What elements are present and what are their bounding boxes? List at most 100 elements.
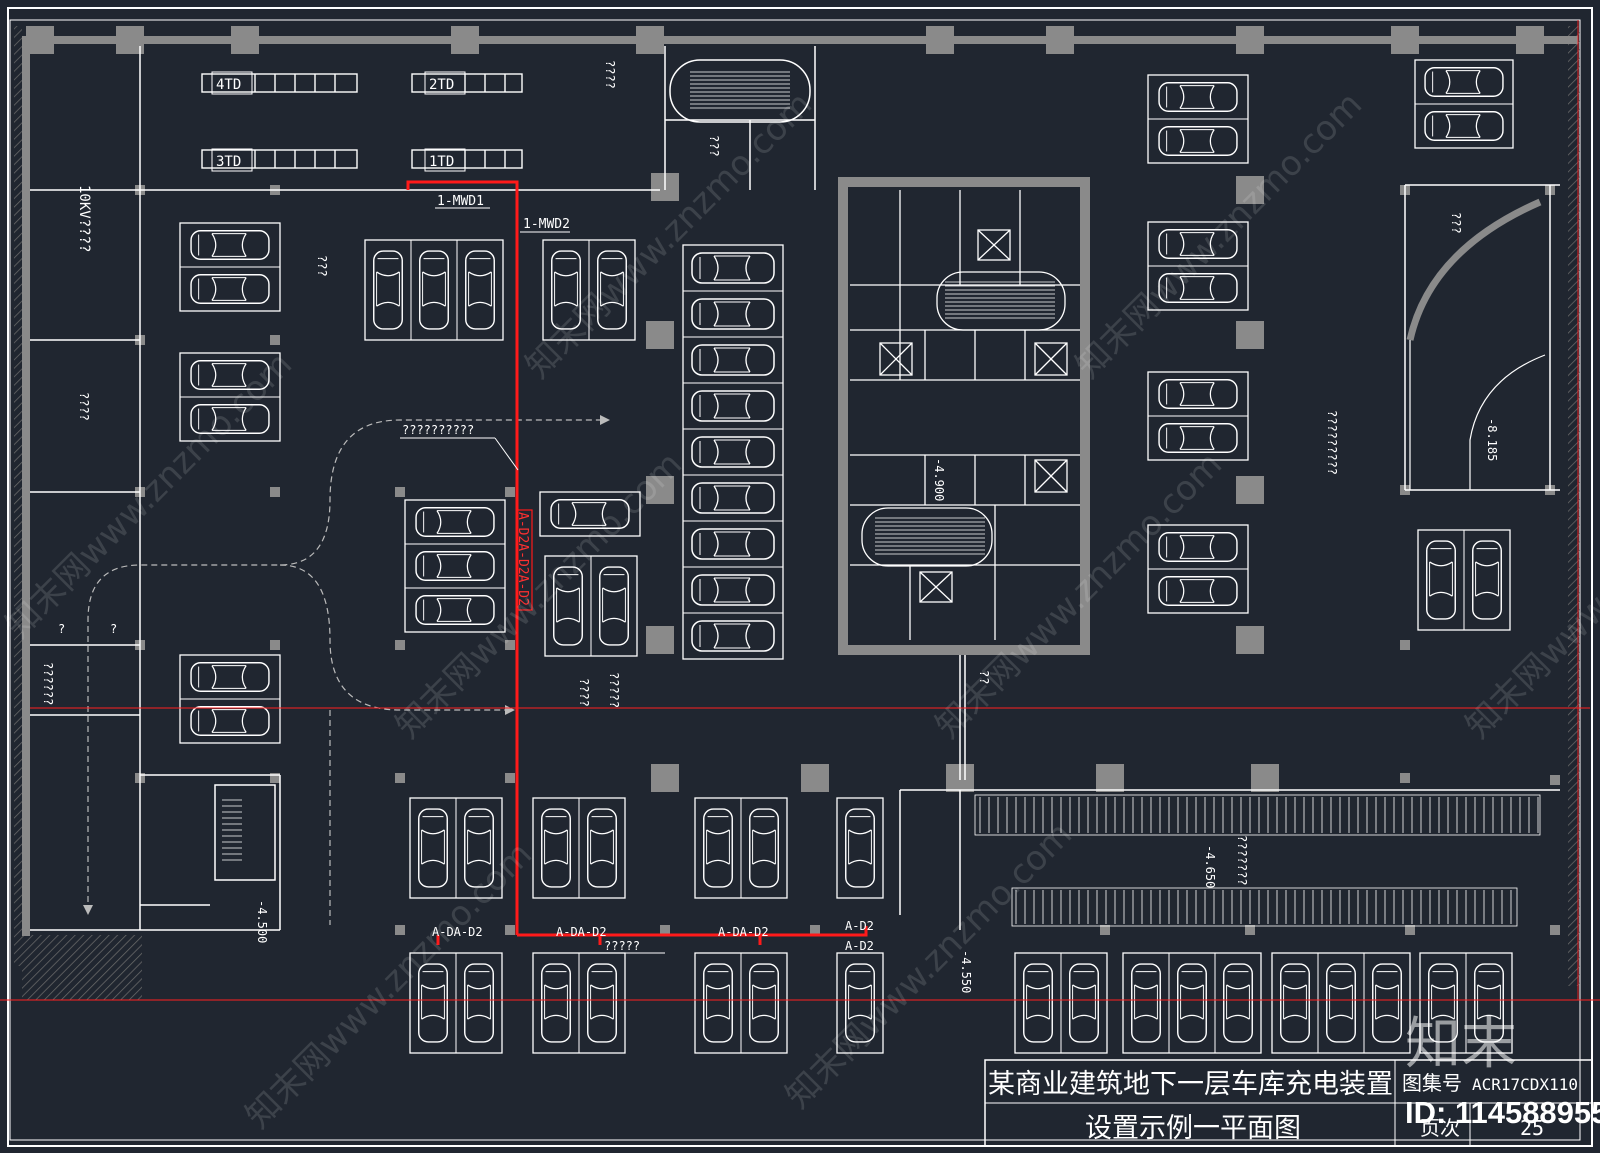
watermarks: 知末网www.znzmo.com 知末网www.znzmo.com 知末网www…: [0, 84, 1600, 1136]
car-icon: [415, 506, 495, 538]
panel-2td-label: 2TD: [429, 77, 454, 93]
car-icon: [415, 550, 495, 582]
structural-column: [1550, 925, 1560, 935]
structural-column: [636, 26, 664, 54]
brand-logo-text: 知末: [1405, 1012, 1517, 1077]
parking-group: [1147, 524, 1249, 614]
circuit-vertical-label: A-D2A-D2A-D2: [515, 512, 530, 606]
car-icon: [586, 963, 618, 1043]
image-id-label: ID: 1145889557: [1405, 1095, 1600, 1130]
parking-group: [836, 952, 884, 1054]
room-label: ???????: [1235, 835, 1249, 886]
parking-group: [1147, 221, 1249, 311]
page-number-value: 25: [1520, 1116, 1544, 1140]
circuit-b5-label: A-D2: [845, 939, 874, 953]
room-labels: 10KV???? ???? ???? ??? ??? ??? ???? ????…: [41, 60, 1463, 954]
structural-columns: [26, 26, 1560, 935]
structural-column: [1236, 476, 1264, 504]
circuit-b4-label: A-D2: [845, 919, 874, 933]
parking-group: [532, 952, 626, 1054]
parking-group: [1147, 371, 1249, 461]
structural-column: [270, 487, 280, 497]
car-icon: [1158, 125, 1238, 157]
room-label: ???: [315, 255, 329, 277]
room-label: ????: [77, 392, 91, 421]
parking-group: [694, 797, 788, 899]
car-icon: [691, 344, 775, 376]
parking-group: [539, 491, 641, 537]
room-label: ?????: [607, 672, 621, 708]
parking-group: [542, 239, 636, 341]
car-icon: [1176, 963, 1208, 1043]
car-icon: [1022, 963, 1054, 1043]
stair-core: [222, 71, 1090, 861]
car-icon: [1471, 540, 1503, 620]
car-icon: [190, 273, 270, 305]
title-block: 某商业建筑地下一层车库充电装置 设置示例一平面图 图集号 ACR17CDX110…: [984, 1059, 1593, 1147]
car-icon: [844, 808, 876, 888]
car-icon: [691, 390, 775, 422]
car-icon: [691, 482, 775, 514]
car-icon: [691, 574, 775, 606]
structural-column: [270, 640, 280, 650]
room-label: ??: [977, 670, 991, 684]
panel-1td-label: 1TD: [429, 154, 454, 170]
car-icon: [540, 963, 572, 1043]
structural-column: [505, 640, 515, 650]
watermark-text: 知末网www.znzmo.com: [238, 834, 540, 1136]
structural-column: [651, 764, 679, 792]
structural-column: [646, 321, 674, 349]
structural-column: [810, 925, 820, 935]
page-number-label: 页次: [1420, 1116, 1460, 1140]
structural-column: [1550, 775, 1560, 785]
car-icon: [1424, 67, 1504, 97]
structural-column: [646, 626, 674, 654]
parking-group: [1014, 952, 1108, 1054]
parking-group: [409, 952, 503, 1054]
parking-group: [179, 654, 281, 744]
structural-column: [505, 487, 515, 497]
circuit-labels: 1-MWD1 1-MWD2 A-D2A-D2A-D2 A-DA-D2 A-DA-…: [432, 194, 874, 953]
parking-group: [1147, 74, 1249, 164]
feeder-mwd2-label: 1-MWD2: [523, 217, 570, 232]
circuit-b3-label: A-DA-D2: [718, 925, 769, 939]
elevation-label: -4.900: [932, 458, 946, 501]
car-icon: [1424, 111, 1504, 141]
room-label: ??????????: [402, 423, 474, 437]
panel-3td-label: 3TD: [216, 154, 241, 170]
car-icon: [190, 229, 270, 261]
car-icon: [1068, 963, 1100, 1043]
car-icon: [691, 252, 775, 284]
ramp-curve-inner: [1409, 340, 1546, 490]
structural-column: [1236, 321, 1264, 349]
structural-column: [395, 487, 405, 497]
parking-group: [1419, 952, 1513, 1054]
structural-column: [1236, 626, 1264, 654]
structural-column: [231, 26, 259, 54]
room-label: ?????: [604, 939, 640, 953]
parking-group: [836, 797, 884, 899]
parking-group: [179, 222, 281, 312]
car-icon: [702, 963, 734, 1043]
parking-group: [409, 797, 503, 899]
driving-lanes: [87, 419, 600, 925]
car-icon: [702, 808, 734, 888]
atlas-number-value: ACR17CDX110: [1472, 1075, 1578, 1094]
car-icon: [691, 436, 775, 468]
watermark-text: 知末网www.znzmo.com: [1068, 84, 1370, 386]
watermark-text: 知末网www.znzmo.com: [928, 444, 1230, 746]
parking-group: [404, 499, 506, 633]
elevation-label: -4.550: [959, 950, 973, 993]
car-icon: [415, 594, 495, 626]
distribution-panels: [201, 73, 523, 169]
structural-column: [1400, 640, 1410, 650]
circuit-boxes: [516, 509, 533, 611]
parking-group: [544, 555, 638, 657]
structural-column: [1516, 26, 1544, 54]
drawing-title-line1: 某商业建筑地下一层车库充电装置: [988, 1069, 1393, 1100]
structural-column: [451, 26, 479, 54]
room-label: ??????: [41, 662, 55, 705]
car-icon: [598, 566, 630, 646]
car-icon: [691, 298, 775, 330]
